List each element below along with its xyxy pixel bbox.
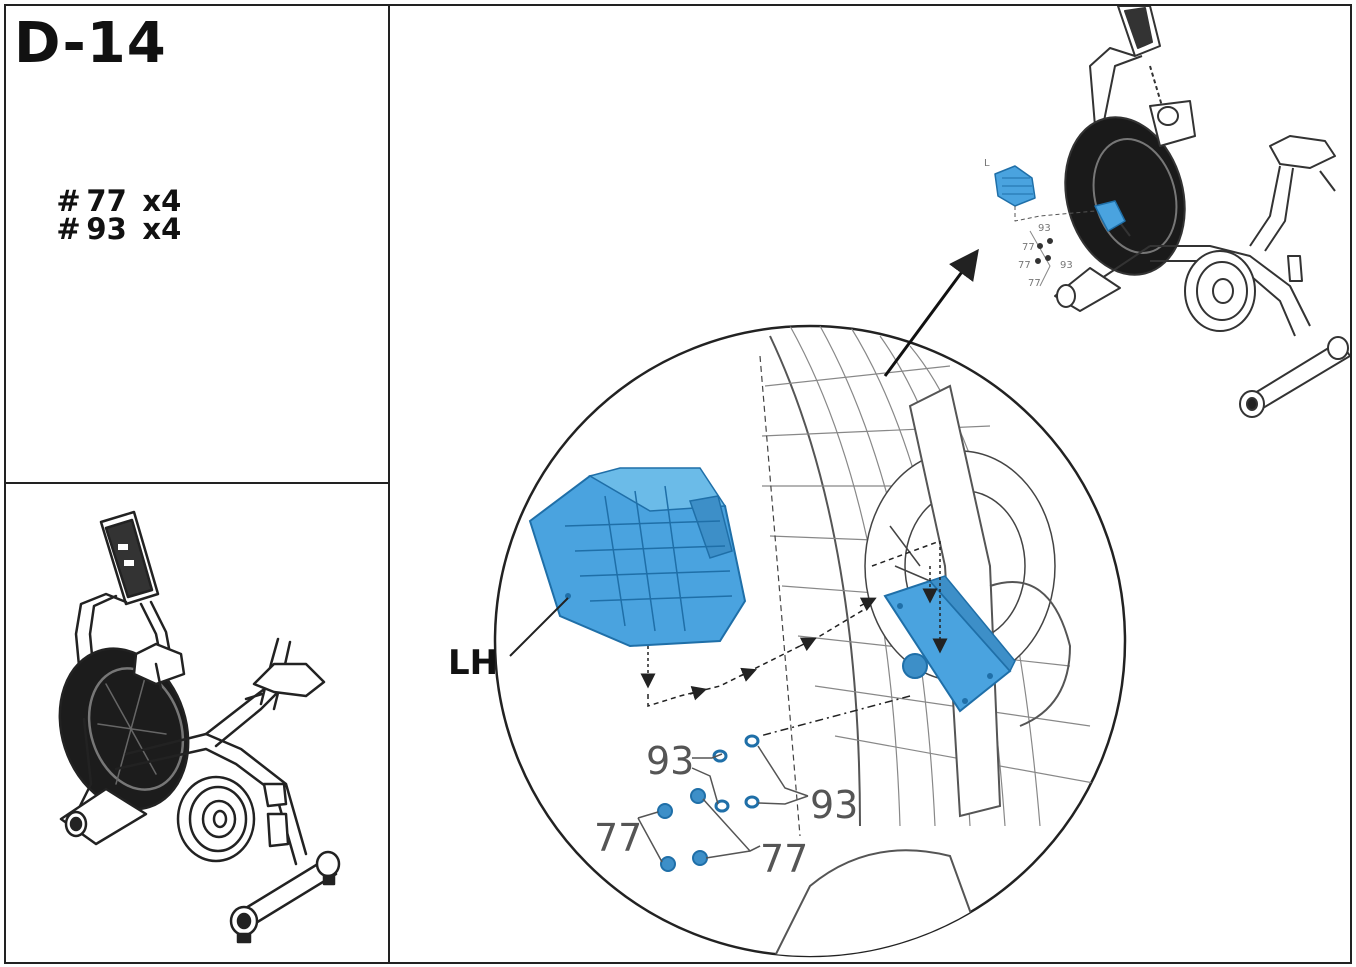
zoom-arrow	[883, 248, 979, 377]
washer-93	[714, 799, 730, 813]
assembly-guides	[640, 540, 948, 737]
screw-77	[692, 850, 708, 866]
part-qty: x4	[142, 212, 182, 246]
overview-bike	[994, 6, 1350, 418]
part-number: 93	[86, 212, 127, 246]
bike-illustration	[58, 510, 341, 944]
lh-leader-line	[509, 597, 569, 657]
lh-pedal	[528, 467, 747, 648]
callout-leaders	[637, 745, 809, 863]
part-hash: #	[56, 184, 81, 218]
overview-label-side: L	[984, 158, 990, 169]
part-row-77: #77 x4	[16, 158, 181, 245]
overview-label-77: 77	[1018, 260, 1031, 271]
callout-77-left: 77	[594, 816, 642, 860]
part-number: 77	[86, 184, 127, 218]
callout-93-left: 93	[646, 739, 694, 783]
overview-label-77: 77	[1028, 278, 1041, 289]
part-row-93: #93 x4	[16, 186, 181, 273]
console-screen	[99, 510, 160, 606]
washer-93	[744, 734, 760, 748]
assembly-diagram: LH	[448, 6, 1350, 958]
hardware-set	[657, 734, 760, 872]
washer-93	[712, 749, 728, 763]
screw-77	[690, 788, 706, 804]
overview-label-93: 93	[1038, 223, 1051, 234]
screw-77	[657, 803, 673, 819]
overview-label-93: 93	[1060, 260, 1073, 271]
part-hash: #	[56, 212, 81, 246]
magnified-view: LH	[448, 324, 1127, 958]
parts-panel: D-14 #77 x4 #93 x4	[4, 4, 390, 484]
callout-77-right: 77	[760, 837, 808, 881]
detail-panel: LH	[388, 4, 1352, 964]
part-qty: x4	[142, 184, 182, 218]
washer-93	[744, 795, 760, 809]
bike-overview-panel	[4, 482, 390, 964]
mounting-bracket	[883, 575, 1016, 713]
step-title: D-14	[14, 11, 167, 76]
screw-77	[660, 856, 676, 872]
overview-labels: 93 77 77 77 93 L	[984, 158, 1073, 289]
side-label: LH	[448, 643, 498, 683]
overview-label-77: 77	[1022, 242, 1035, 253]
callout-93-right: 93	[810, 783, 858, 827]
